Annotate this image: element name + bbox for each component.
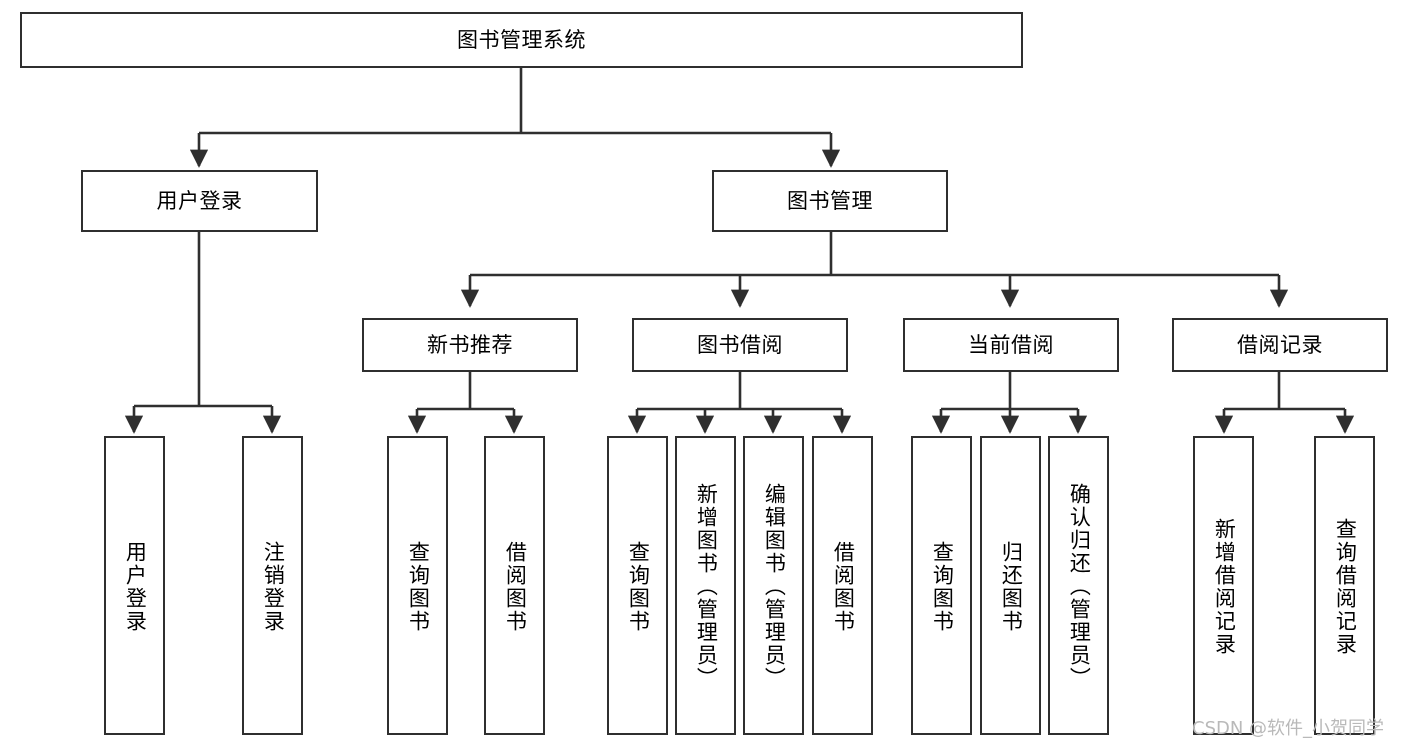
node-new-book-recommend[interactable]: 新书推荐 bbox=[362, 318, 578, 372]
node-label: 图书管理系统 bbox=[457, 27, 586, 52]
leaf-record-query-record[interactable]: 查询借阅记录 bbox=[1314, 436, 1375, 735]
leaf-borrow-query-book[interactable]: 查询图书 bbox=[607, 436, 668, 735]
csdn-watermark: CSDN @软件_小贺同学 bbox=[1192, 718, 1385, 739]
node-label: 新增图书（管理员） bbox=[694, 483, 719, 690]
leaf-record-add-record[interactable]: 新增借阅记录 bbox=[1193, 436, 1254, 735]
node-label: 借阅记录 bbox=[1237, 332, 1323, 357]
node-label: 图书借阅 bbox=[697, 332, 783, 357]
leaf-current-confirm-return-admin[interactable]: 确认归还（管理员） bbox=[1048, 436, 1109, 735]
node-label: 图书管理 bbox=[787, 188, 873, 213]
node-book-management[interactable]: 图书管理 bbox=[712, 170, 948, 232]
node-label: 注销登录 bbox=[261, 540, 286, 633]
leaf-borrow-edit-book-admin[interactable]: 编辑图书（管理员） bbox=[743, 436, 804, 735]
node-current-borrow[interactable]: 当前借阅 bbox=[903, 318, 1119, 372]
node-user-login[interactable]: 用户登录 bbox=[81, 170, 318, 232]
node-label: 编辑图书（管理员） bbox=[762, 483, 787, 690]
node-label: 借阅图书 bbox=[831, 540, 856, 633]
node-label: 查询图书 bbox=[930, 540, 955, 633]
leaf-user-login-login[interactable]: 用户登录 bbox=[104, 436, 165, 735]
leaf-user-login-logout[interactable]: 注销登录 bbox=[242, 436, 303, 735]
node-label: 确认归还（管理员） bbox=[1067, 483, 1092, 690]
leaf-borrow-add-book-admin[interactable]: 新增图书（管理员） bbox=[675, 436, 736, 735]
leaf-recommend-borrow-book[interactable]: 借阅图书 bbox=[484, 436, 545, 735]
node-root-system[interactable]: 图书管理系统 bbox=[20, 12, 1023, 68]
leaf-recommend-query-book[interactable]: 查询图书 bbox=[387, 436, 448, 735]
node-borrow-record[interactable]: 借阅记录 bbox=[1172, 318, 1388, 372]
node-label: 用户登录 bbox=[156, 188, 243, 213]
node-label: 查询图书 bbox=[406, 540, 431, 633]
node-label: 借阅图书 bbox=[503, 540, 528, 633]
node-label: 新书推荐 bbox=[427, 332, 513, 357]
leaf-borrow-borrow-book[interactable]: 借阅图书 bbox=[812, 436, 873, 735]
node-book-borrow[interactable]: 图书借阅 bbox=[632, 318, 848, 372]
node-label: 新增借阅记录 bbox=[1212, 517, 1237, 656]
node-label: 归还图书 bbox=[999, 540, 1024, 633]
leaf-current-query-book[interactable]: 查询图书 bbox=[911, 436, 972, 735]
node-label: 查询图书 bbox=[626, 540, 651, 633]
node-label: 查询借阅记录 bbox=[1333, 517, 1358, 656]
leaf-current-return-book[interactable]: 归还图书 bbox=[980, 436, 1041, 735]
node-label: 用户登录 bbox=[123, 540, 148, 633]
node-label: 当前借阅 bbox=[968, 332, 1054, 357]
